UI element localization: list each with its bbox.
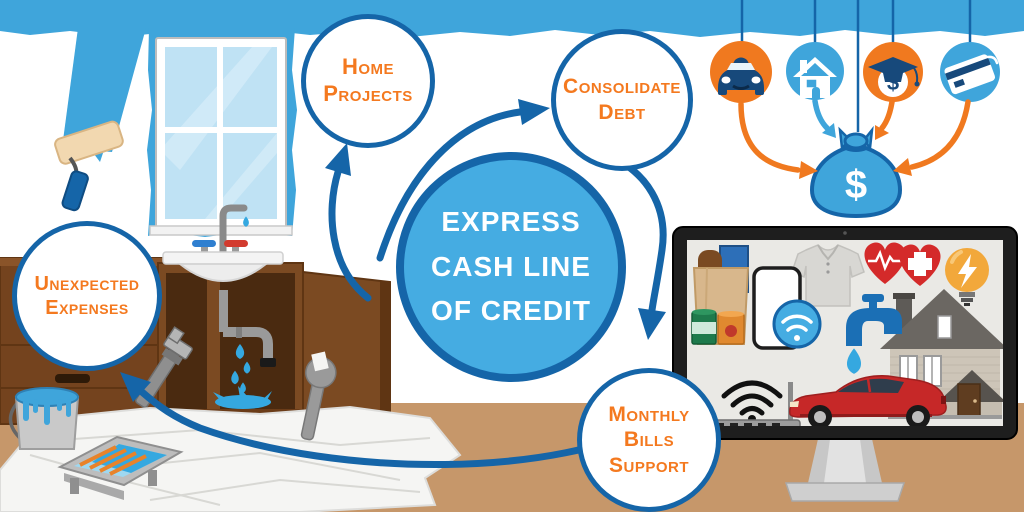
- bubble-line: Home: [341, 54, 395, 80]
- bubble-line: Debt: [598, 101, 646, 124]
- arrow-to-consolidate-debt: [376, 108, 524, 262]
- sink-icon: [162, 204, 284, 282]
- paint-tray-icon: [57, 435, 184, 500]
- bubble-line: Unexpected: [34, 272, 140, 295]
- money-bag-icon: $: [809, 125, 903, 219]
- bubble-monthly-bills-support: Monthly Bills Support: [577, 368, 721, 512]
- paint-roller-icon: [54, 28, 146, 212]
- bubble-line: Consolidate: [563, 75, 681, 99]
- leaking-pipe-icon: [213, 290, 276, 409]
- arrow-to-home-projects: [328, 168, 372, 302]
- bubble-line: Monthly: [608, 402, 690, 426]
- bubble-line: Bills: [623, 428, 675, 452]
- center-line: EXPRESS: [441, 205, 581, 237]
- bubble-line: Expenses: [45, 297, 129, 319]
- clothing-icon: [791, 244, 865, 307]
- painted-wall-band: [0, 0, 1024, 37]
- money-bag-dollar-symbol: $: [845, 163, 867, 207]
- contactless-card-icon: [940, 42, 1007, 102]
- groceries-icon: [691, 245, 750, 345]
- center-line: OF CREDIT: [431, 295, 591, 327]
- electricity-icon: [945, 248, 989, 306]
- bubble-consolidate-debt: Consolidate Debt: [551, 29, 693, 171]
- bubble-line: Projects: [323, 81, 413, 106]
- smartphone-wifi-icon: [752, 266, 822, 350]
- bubble-line: Support: [608, 453, 689, 477]
- bubble-home-projects: Home Projects: [301, 14, 435, 148]
- health-icon: [864, 242, 941, 286]
- bubble-unexpected-expenses: Unexpected Expenses: [12, 221, 162, 371]
- cabinet-icon: [157, 262, 391, 432]
- hanging-strings: [740, 0, 972, 132]
- funnel-arrows: [738, 98, 971, 179]
- car-icon: [710, 41, 772, 103]
- center-line: CASH LINE: [431, 250, 591, 282]
- house-icon: [786, 42, 844, 100]
- flow-arrows: [120, 99, 667, 469]
- education-dollar-icon: $: [863, 42, 923, 102]
- water-faucet-icon: [846, 294, 902, 374]
- center-circle-express-cash-line-of-credit: EXPRESS CASH LINE OF CREDIT: [396, 152, 626, 382]
- wrench-icon: [300, 351, 337, 441]
- paint-bucket-icon: [8, 387, 80, 450]
- window-icon: [147, 28, 297, 237]
- car-icon: [789, 375, 947, 426]
